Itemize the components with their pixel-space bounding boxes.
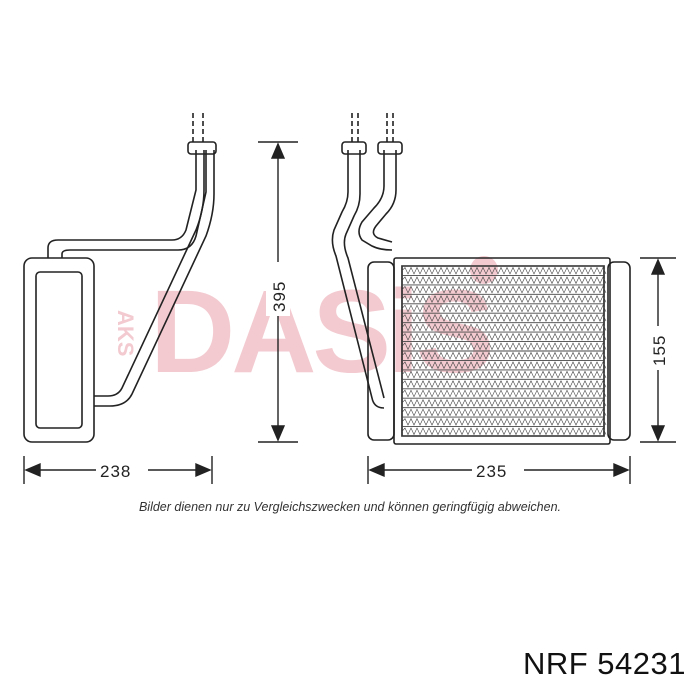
side-view [23, 112, 217, 443]
front-view-fitting-right [377, 141, 403, 155]
side-view-pipe-upper-inner [61, 150, 207, 258]
front-view-pipe-right [358, 150, 393, 251]
fin-zigzag [401, 332, 607, 341]
side-view-fitting [187, 141, 217, 155]
front-view-pipe-left-inner [343, 150, 385, 399]
fin-zigzag [401, 295, 607, 303]
fin-zigzag [401, 408, 607, 417]
fin-zigzag [401, 323, 607, 332]
fin-zigzag [401, 427, 607, 436]
front-view-tank-right [607, 261, 631, 441]
side-view-pipe-lower [94, 150, 205, 397]
side-view-pipe-lower-inner [94, 150, 215, 407]
dimension-label-height-right: 155 [650, 335, 669, 366]
disclaimer-caption: Bilder dienen nur zu Vergleichszwecken u… [138, 500, 562, 514]
fin-zigzag [401, 370, 607, 379]
dimension-label-width-right: 235 [476, 462, 507, 481]
fin-zigzag [401, 389, 607, 398]
fin-zigzag [401, 417, 607, 426]
fin-zigzag [401, 399, 607, 407]
fin-zigzag [401, 342, 607, 351]
dimension-label-height-left: 395 [270, 281, 289, 312]
fin-zigzag [401, 361, 607, 370]
front-view-fins [401, 265, 607, 437]
fin-zigzag [401, 304, 607, 313]
front-view-fitting-left [341, 141, 367, 155]
watermark-small-text: AKS [113, 310, 138, 356]
side-view-tank-inner [35, 271, 83, 429]
fin-zigzag [401, 351, 607, 360]
front-view-pipe-left [331, 150, 385, 409]
part-number-label: NRF 54231 [522, 646, 686, 681]
fin-zigzag [401, 266, 607, 275]
fin-zigzag [401, 314, 607, 322]
fin-zigzag [401, 285, 607, 294]
side-view-pipe-upper [47, 150, 197, 258]
dimension-label-width-left: 238 [100, 462, 131, 481]
fin-zigzag [401, 276, 607, 285]
watermark: DASiS AKS [113, 256, 498, 398]
fin-zigzag [401, 380, 607, 388]
side-view-tank [23, 257, 95, 443]
front-view-pipe-right-inner [372, 150, 397, 243]
front-view-core [393, 257, 611, 445]
